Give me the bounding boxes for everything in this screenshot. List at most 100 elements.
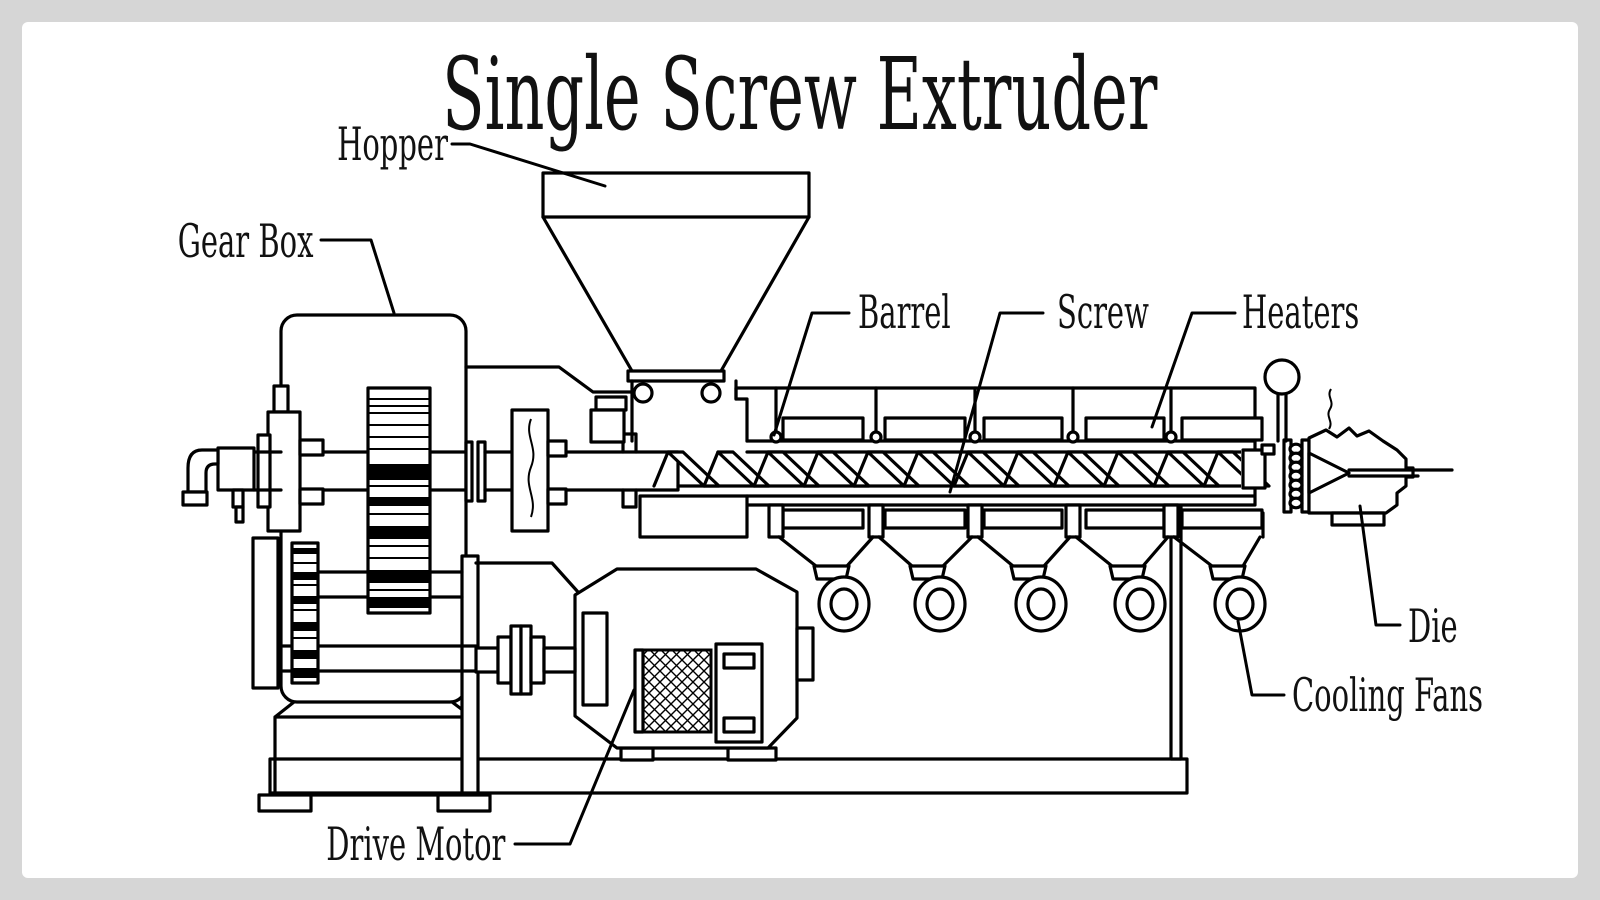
coupling-disc (496, 635, 513, 685)
screw-flight-edge (1152, 450, 1170, 488)
lube-spout (181, 490, 209, 507)
shaft-stub (252, 450, 283, 492)
screw-flight-edge (752, 450, 770, 488)
valve-stem (1276, 392, 1288, 443)
lube-body (216, 446, 256, 492)
die-assembly (1241, 358, 1454, 527)
terminal-slot (722, 652, 756, 670)
base-slab (268, 757, 1189, 795)
fan-funnel-right (845, 535, 875, 568)
leader-die (1358, 504, 1402, 627)
small-gear (290, 541, 320, 685)
feed-block (589, 408, 626, 444)
screw-flight-edge (902, 450, 920, 488)
rail-bolts (769, 430, 1178, 444)
cooling-fan-hub (1026, 587, 1056, 621)
heater-block (982, 508, 1064, 530)
label-drive-motor: Drive Motor (325, 817, 505, 871)
screw-flight-edge (652, 450, 670, 488)
cooling-fan-hub (1125, 587, 1155, 621)
gear-tooth-band (292, 650, 318, 659)
leader-gear-box (319, 238, 396, 315)
housing-arm (298, 438, 325, 457)
fan-funnel-right (1042, 535, 1072, 568)
gear-tooth-band (292, 548, 318, 552)
end-plate (256, 433, 272, 509)
label-screw: Screw (1057, 285, 1149, 339)
extrudate-strand (1347, 468, 1454, 478)
feed-shaft (483, 450, 680, 492)
motor-front-plate (581, 611, 609, 707)
heater-block (883, 416, 967, 442)
rail-stub (1064, 503, 1082, 539)
motor-winding (641, 648, 713, 734)
heater-block (1084, 508, 1166, 530)
feed-block-upper (594, 395, 628, 412)
feed-section (464, 365, 680, 533)
fan-funnel-right (941, 535, 974, 568)
cooling-fans (777, 511, 1267, 633)
rail-stub (767, 503, 785, 539)
label-gear-box: Gear Box (177, 214, 313, 268)
base-frame (257, 504, 1189, 813)
heater-block (982, 416, 1064, 442)
leader-heaters (1150, 311, 1237, 429)
rail-stubs (767, 503, 1180, 539)
coupling-shaft (474, 646, 500, 674)
pedestal-foot (257, 793, 313, 813)
rail-bolt (968, 430, 982, 444)
label-die: Die (1408, 599, 1458, 653)
gear-tooth-band (292, 572, 318, 580)
barrel-and-heaters (638, 386, 1264, 539)
fan-funnel-right (1241, 535, 1262, 568)
label-barrel: Barrel (858, 285, 951, 339)
screw-flight-edge (852, 450, 870, 488)
throat-bolt (632, 382, 654, 404)
thrust-bearing-and-lube-fitting (181, 384, 325, 533)
hopper-funnel (541, 215, 811, 373)
frame-line-top (464, 365, 638, 394)
screw-flight-edge (802, 450, 820, 488)
gear-tooth-band (368, 526, 430, 539)
gear-box (251, 313, 580, 795)
hopper-throat-plate (626, 369, 726, 383)
thrust-housing (266, 410, 302, 533)
frame-line-motor (474, 561, 580, 594)
bearing-arm (546, 487, 568, 506)
barrel-left-end-block (638, 494, 749, 539)
lube-stem (231, 488, 245, 509)
fan-funnel-left (777, 535, 818, 568)
rail-bolt (1066, 430, 1080, 444)
screw-flight-edge (702, 450, 720, 488)
housing-arm (298, 487, 325, 506)
motor-foot (726, 746, 778, 762)
heater-block (781, 508, 865, 530)
breaker-plate-beads (1288, 442, 1304, 510)
leader-lines (319, 142, 1402, 846)
rail-stub (1162, 503, 1180, 539)
heater-block (1084, 416, 1166, 442)
diagram-title-text: Single Screw Extruder (442, 36, 1158, 153)
gear-tooth-band (368, 570, 430, 583)
cooling-fan-hub (925, 587, 955, 621)
shaft-flange (464, 440, 474, 503)
valve-ball-handle (1263, 358, 1301, 396)
label-hopper: Hopper (337, 117, 448, 171)
label-cooling-fans: Cooling Fans (1292, 668, 1483, 722)
breaker-bead (1288, 496, 1304, 510)
gear-tooth-band (368, 597, 430, 608)
hopper (541, 171, 811, 443)
motor-bracket (795, 626, 815, 682)
gear-tooth-band (368, 464, 430, 480)
end-step (1260, 443, 1276, 456)
fan-funnel-right (1141, 535, 1170, 568)
screw-flight-edge (1202, 450, 1220, 488)
label-heaters: Heaters (1242, 285, 1360, 339)
gearbox-support-plate (460, 554, 480, 795)
leader-drive-motor (513, 688, 636, 846)
vent-squiggle (1327, 388, 1333, 430)
cooling-fan-hub (829, 587, 859, 621)
drive-motor (474, 567, 815, 750)
